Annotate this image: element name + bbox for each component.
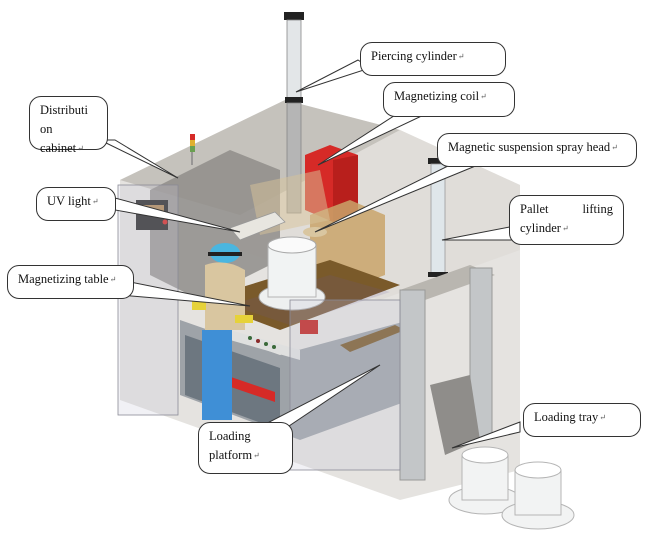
callout-label-word-1: Pallet [520, 202, 549, 216]
callout-pallet-lifting-cylinder: Pallet lifting cylinder↵ [509, 195, 624, 245]
return-mark-icon: ↵ [611, 143, 618, 152]
callout-piercing-cylinder: Piercing cylinder↵ [360, 42, 506, 76]
leader-piercing-cylinder [295, 59, 372, 93]
callout-label-line-1: Loading [209, 429, 251, 443]
callout-loading-tray: Loading tray↵ [523, 403, 641, 437]
loading-platform-part [340, 325, 405, 352]
callout-label: Magnetizing coil [394, 89, 480, 103]
callout-label: Piercing cylinder [371, 49, 457, 63]
return-mark-icon: ↵ [599, 413, 606, 422]
callout-magnetizing-coil: Magnetizing coil↵ [383, 82, 515, 117]
callout-label: UV light [47, 194, 91, 208]
callout-leaders [99, 59, 521, 449]
return-mark-icon: ↵ [561, 224, 569, 233]
callout-magnetizing-table: Magnetizing table↵ [7, 265, 134, 299]
leader-loading-tray [451, 421, 521, 449]
return-mark-icon: ↵ [480, 92, 487, 101]
callout-label-word-2: lifting [582, 202, 613, 216]
return-mark-icon: ↵ [77, 144, 84, 153]
callout-spray-head: Magnetic suspension spray head↵ [437, 133, 637, 167]
pallet-lifting-cylinder-part [399, 158, 495, 481]
return-mark-icon: ↵ [109, 275, 117, 284]
callout-label-line-2: platform [209, 448, 253, 462]
signal-tower [190, 134, 195, 165]
callout-distribution-cabinet: Distributi on cabinet↵ [29, 96, 108, 155]
callout-label: Magnetizing table [18, 272, 109, 286]
worker-figure [192, 243, 253, 420]
callout-label: Loading tray [534, 410, 599, 424]
callout-label-line-1: Distributi [40, 103, 88, 117]
return-mark-icon: ↵ [457, 52, 465, 61]
loading-tray-parts [448, 446, 575, 530]
callout-label: Magnetic suspension spray head [448, 140, 611, 154]
callout-label-line-2: on cabinet [40, 122, 77, 155]
uv-light-part [229, 211, 286, 241]
return-mark-icon: ↵ [253, 451, 260, 460]
callout-loading-platform: Loading platform↵ [198, 422, 293, 474]
return-mark-icon: ↵ [91, 197, 99, 206]
callout-label-line-2: cylinder [520, 221, 561, 235]
callout-uv-light: UV light↵ [36, 187, 116, 221]
